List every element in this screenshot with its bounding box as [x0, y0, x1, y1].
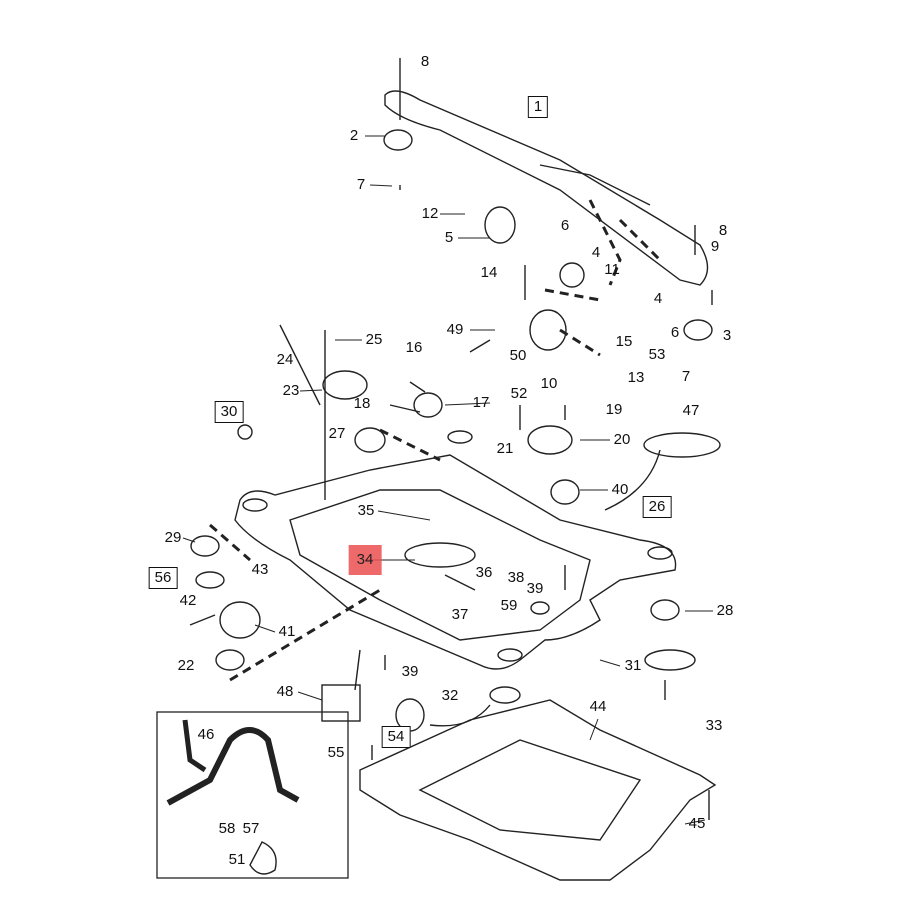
callout-label: 7: [356, 176, 366, 193]
callout-label: 33: [705, 717, 723, 734]
callout-label: 26: [642, 496, 672, 518]
callout-label: 42: [179, 592, 197, 609]
callout-label: 29: [164, 529, 182, 546]
callout-label: 21: [496, 440, 514, 457]
callout-label: 52: [510, 385, 528, 402]
callout-label: 18: [353, 395, 371, 412]
callout-label: 30: [214, 401, 244, 423]
callout-label: 22: [177, 657, 195, 674]
callout-label: 24: [276, 351, 294, 368]
callout-label-highlighted[interactable]: 34: [348, 545, 382, 575]
callout-label: 57: [242, 820, 260, 837]
callout-label: 39: [526, 580, 544, 597]
callout-label: 8: [420, 53, 430, 70]
callout-label: 37: [451, 606, 469, 623]
callout-label: 38: [507, 569, 525, 586]
callout-label: 59: [500, 597, 518, 614]
callout-label: 9: [710, 238, 720, 255]
bolts: [189, 58, 713, 820]
callout-label: 41: [278, 623, 296, 640]
callout-label: 48: [276, 683, 294, 700]
callout-label: 49: [446, 321, 464, 338]
callout-label: 53: [648, 346, 666, 363]
callout-label: 27: [328, 425, 346, 442]
callout-label: 19: [605, 401, 623, 418]
callout-label: 5: [444, 229, 454, 246]
callout-label: 14: [480, 264, 498, 281]
callout-label: 50: [509, 347, 527, 364]
callout-label: 45: [688, 815, 706, 832]
callout-label: 1: [527, 96, 549, 118]
callout-label: 36: [475, 564, 493, 581]
callout-label: 44: [589, 698, 607, 715]
callout-label: 32: [441, 687, 459, 704]
callout-label: 54: [381, 726, 411, 748]
callout-label: 46: [197, 726, 215, 743]
upper-crossmember: [384, 90, 709, 286]
callout-label: 4: [653, 290, 663, 307]
callout-label: 51: [228, 851, 246, 868]
callout-label: 16: [405, 339, 423, 356]
callout-label: 31: [624, 657, 642, 674]
callout-label: 23: [282, 382, 300, 399]
callout-label: 35: [357, 502, 375, 519]
mounts: [190, 129, 721, 732]
callout-label: 6: [670, 324, 680, 341]
callout-label: 2: [349, 127, 359, 144]
callout-label: 11: [604, 261, 620, 278]
callout-label: 40: [611, 481, 629, 498]
callout-label: 10: [540, 375, 558, 392]
callout-label: 3: [722, 327, 732, 344]
callout-label: 20: [613, 431, 631, 448]
callout-label: 7: [681, 368, 691, 385]
callout-label: 12: [421, 205, 439, 222]
callout-label: 58: [218, 820, 236, 837]
callout-label: 17: [472, 394, 490, 411]
callout-label: 13: [627, 369, 645, 386]
inset-frame: [156, 711, 349, 879]
callout-label: 56: [148, 567, 178, 589]
callout-label: 15: [615, 333, 633, 350]
callout-label: 47: [682, 402, 700, 419]
callout-label: 28: [716, 602, 734, 619]
callout-label: 25: [365, 331, 383, 348]
callout-label: 6: [560, 217, 570, 234]
callout-label: 55: [327, 744, 345, 761]
callout-label: 39: [401, 663, 419, 680]
callout-label: 8: [718, 222, 728, 239]
splash-shield: [359, 699, 717, 881]
callout-label: 4: [591, 244, 601, 261]
subframe: [234, 454, 677, 670]
callout-label: 43: [251, 561, 269, 578]
